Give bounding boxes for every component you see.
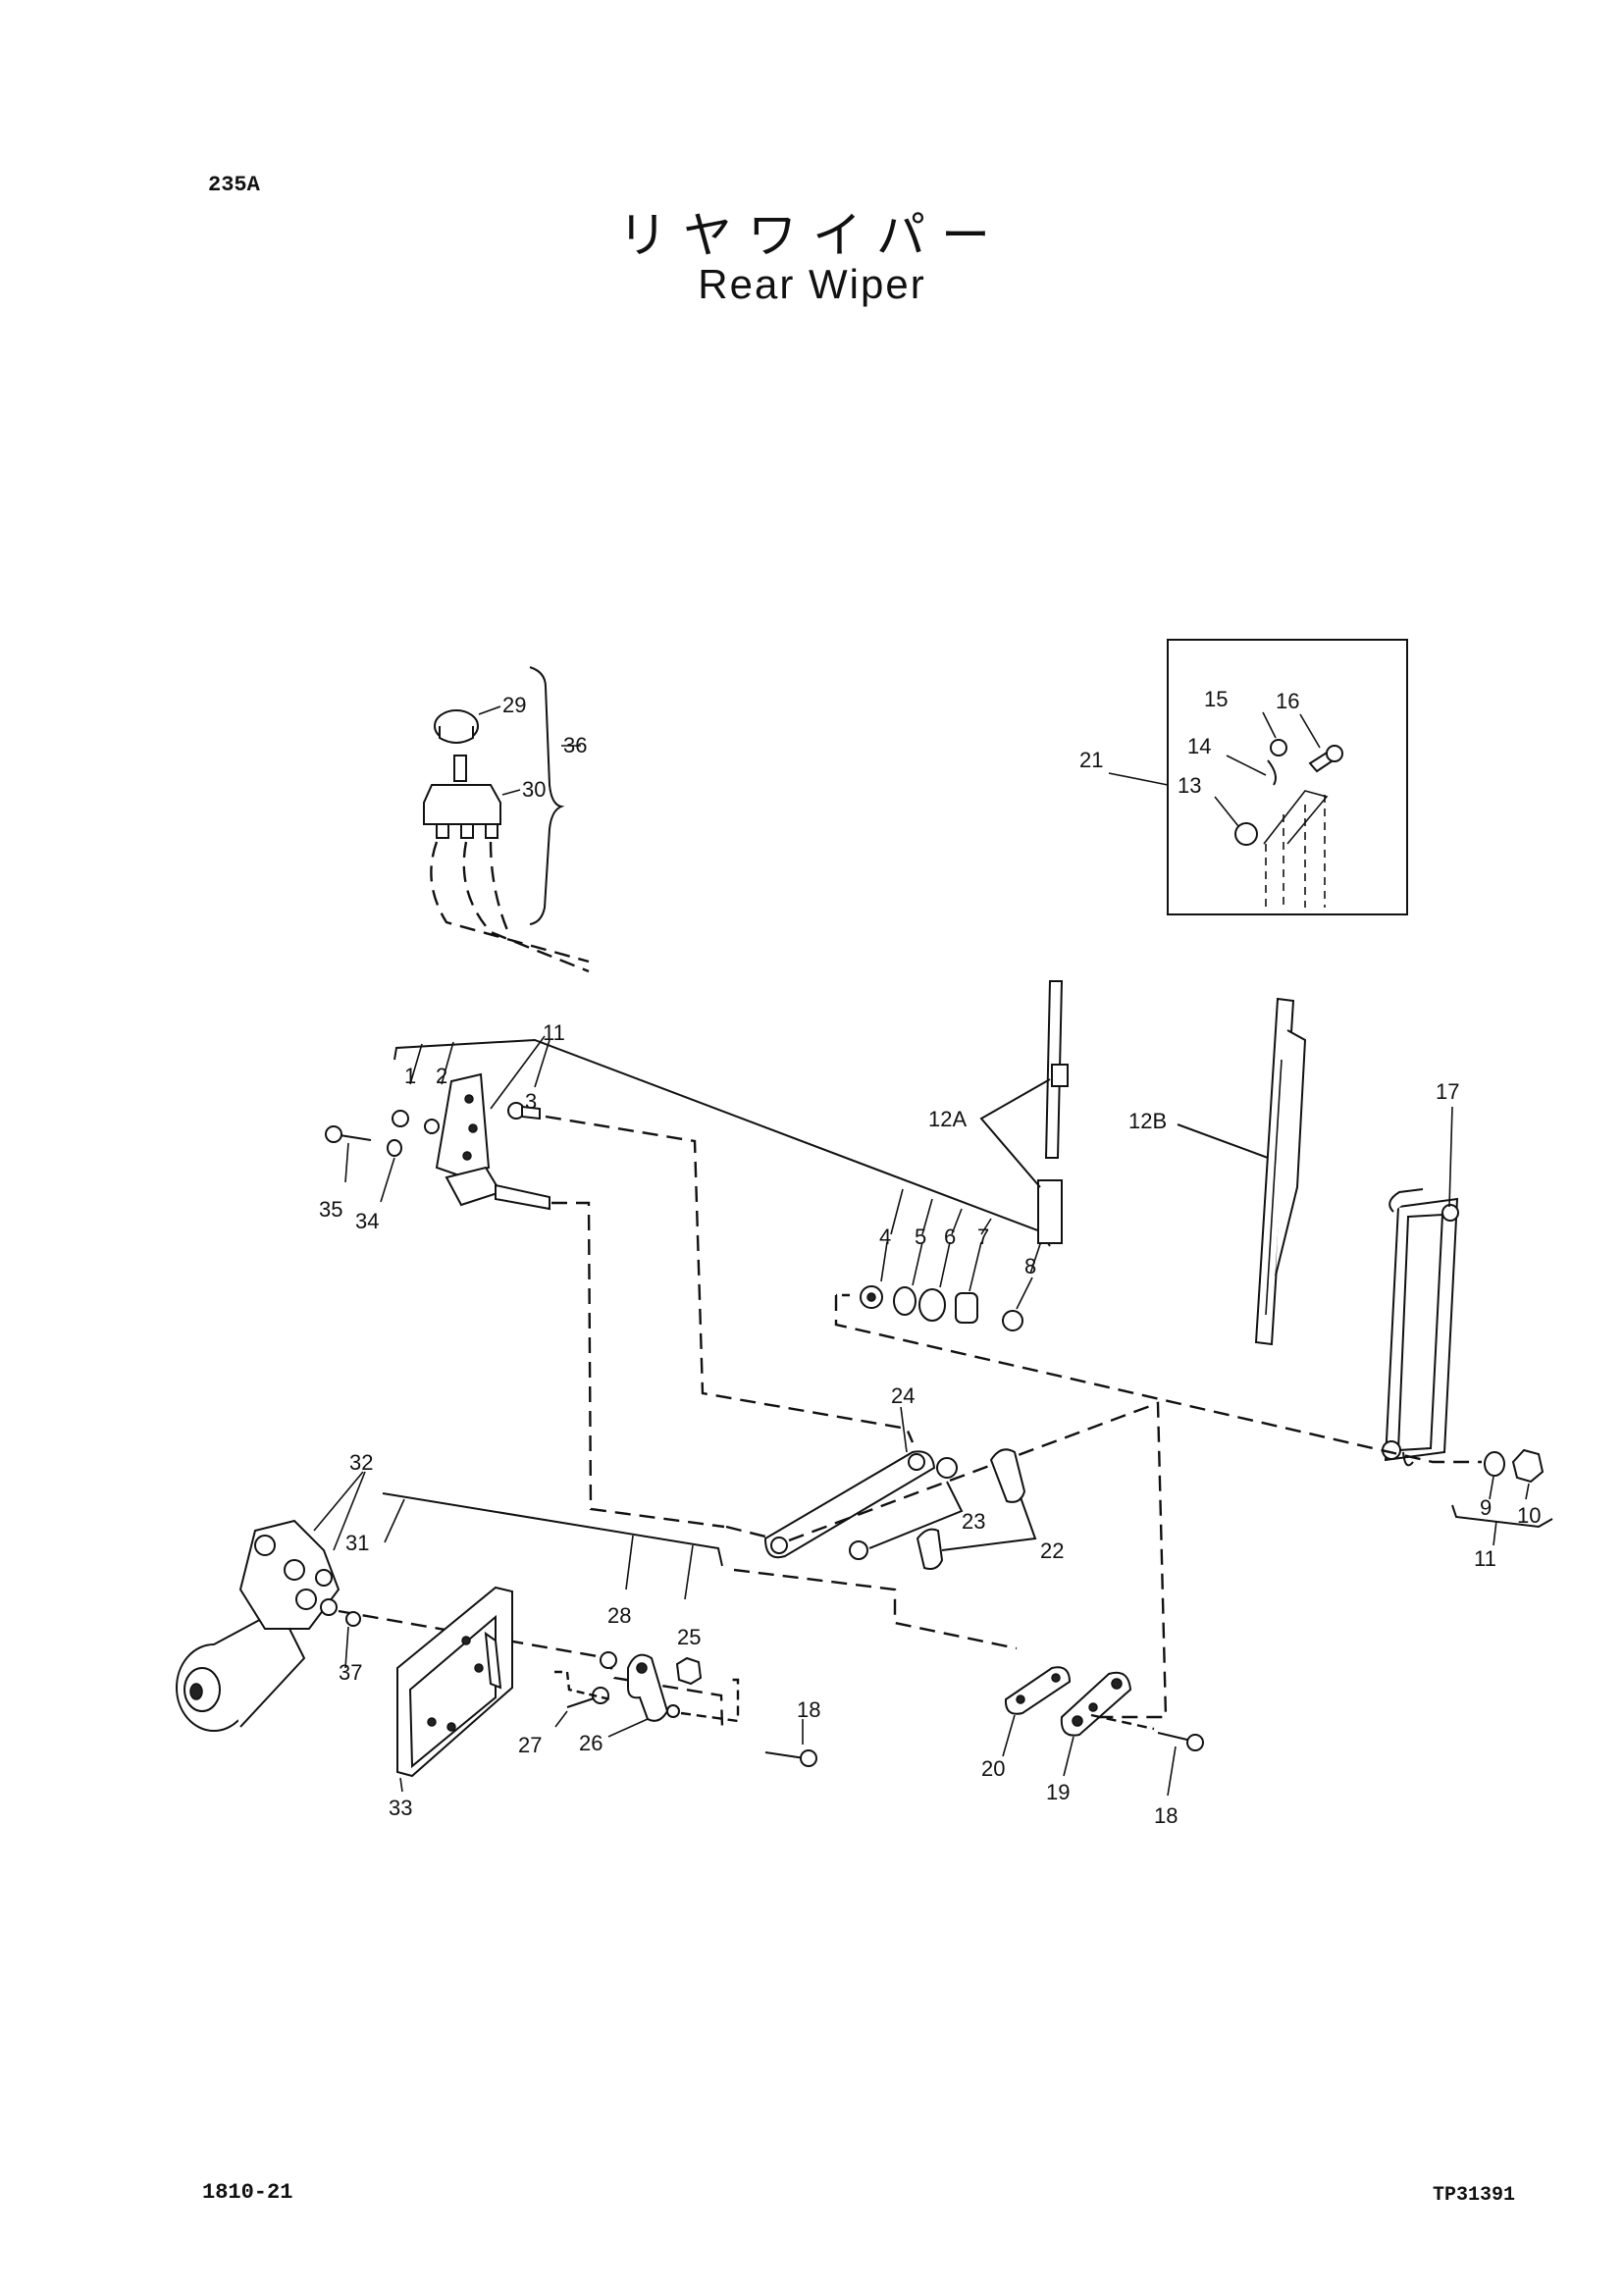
- callout-30: 30: [522, 777, 546, 802]
- callout-18-left: 18: [797, 1697, 820, 1722]
- bolt-18-left: [764, 1719, 817, 1767]
- pivot-bracket: [325, 1072, 915, 1529]
- callout-7: 7: [977, 1225, 989, 1249]
- callout-11-bottom: 11: [1474, 1546, 1496, 1571]
- callout-34: 34: [355, 1209, 379, 1233]
- callout-19: 19: [1046, 1780, 1070, 1804]
- callout-27: 27: [518, 1733, 542, 1757]
- callout-36: 36: [563, 733, 587, 757]
- callout-26: 26: [579, 1731, 602, 1755]
- callout-12A: 12A: [928, 1107, 967, 1131]
- bushings-4-8: [834, 1241, 1482, 1464]
- callout-22: 22: [1040, 1538, 1064, 1563]
- callout-12B: 12B: [1128, 1109, 1167, 1133]
- callout-10: 10: [1517, 1503, 1541, 1528]
- callout-32: 32: [349, 1450, 373, 1475]
- group-32-bracket: [313, 1471, 723, 1600]
- link-24: [725, 1401, 1168, 1719]
- callout-18-right: 18: [1154, 1803, 1178, 1828]
- callout-21: 21: [1079, 748, 1103, 772]
- callout-35: 35: [319, 1197, 342, 1222]
- wiper-blade-12B: [1177, 997, 1307, 1346]
- callout-23: 23: [962, 1509, 985, 1534]
- callout-37: 37: [339, 1660, 362, 1685]
- bolt-18-right: [1157, 1732, 1204, 1797]
- bolt-27: [554, 1670, 611, 1728]
- callout-6: 6: [944, 1225, 956, 1249]
- callout-2: 2: [436, 1064, 447, 1088]
- footer-page-number: 1810-21: [202, 2180, 293, 2205]
- detail-inset-21: [1108, 639, 1408, 915]
- nut-washer-9-10: [1451, 1448, 1553, 1546]
- mounting-plate-33: [396, 1586, 703, 1793]
- wiper-arm-17: [1382, 1106, 1459, 1467]
- callout-29: 29: [502, 693, 526, 717]
- callout-5: 5: [915, 1225, 926, 1249]
- callout-11-top: 11: [543, 1020, 565, 1045]
- title-japanese: リヤワイパー: [618, 207, 1006, 264]
- wiper-motor: [176, 1519, 724, 1732]
- callout-1: 1: [404, 1064, 416, 1088]
- footer-drawing-number: TP31391: [1433, 2184, 1516, 2207]
- title-english: Rear Wiper: [698, 261, 926, 307]
- callout-8: 8: [1024, 1254, 1036, 1278]
- callout-24: 24: [891, 1383, 915, 1408]
- callout-9: 9: [1480, 1495, 1492, 1520]
- callout-15: 15: [1204, 687, 1228, 711]
- washer-cap-assembly: [423, 666, 590, 973]
- clip-22: [916, 1448, 1037, 1570]
- callout-4: 4: [879, 1225, 891, 1249]
- callout-13: 13: [1178, 773, 1201, 798]
- callout-31: 31: [345, 1531, 369, 1555]
- wiper-blade-12A: [979, 980, 1069, 1244]
- callout-28: 28: [607, 1603, 631, 1628]
- callout-14: 14: [1187, 734, 1211, 758]
- link-20: [1002, 1666, 1072, 1757]
- link-19: [1060, 1671, 1155, 1777]
- callout-17: 17: [1436, 1079, 1459, 1104]
- callout-16: 16: [1276, 689, 1299, 713]
- crank-26: [607, 1653, 740, 1738]
- callout-33: 33: [389, 1796, 412, 1820]
- callout-25: 25: [677, 1625, 701, 1649]
- page-id: 235A: [208, 173, 260, 197]
- callout-20: 20: [981, 1756, 1005, 1781]
